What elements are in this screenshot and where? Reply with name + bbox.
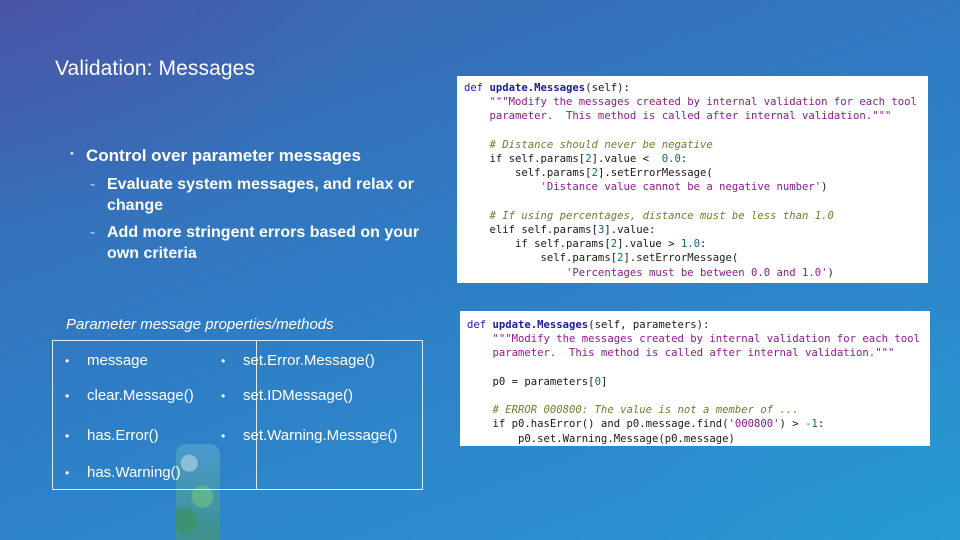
property-label: set.IDMessage(): [243, 387, 354, 404]
code-line: elif self.params[: [464, 224, 598, 237]
bullet-list: • Control over parameter messages - Eval…: [70, 146, 450, 264]
code-line: """Modify the messages created by intern…: [489, 96, 917, 123]
property-item: • has.Warning(): [65, 464, 181, 481]
property-item: • has.Error(): [65, 427, 159, 444]
property-label: message: [87, 352, 148, 369]
code-snippet-panel: def update.Messages(self, parameters): "…: [460, 311, 930, 446]
property-item: • set.Warning.Message(): [221, 427, 398, 444]
bullet-dot-icon: •: [65, 354, 70, 368]
code-line: if self.params[: [464, 238, 611, 251]
bullet-dot-icon: •: [65, 429, 70, 443]
code-line: update.Messages: [489, 82, 586, 94]
sub-bullet-text: Evaluate system messages, and relax or c…: [107, 176, 414, 214]
property-item: • clear.Message(): [65, 387, 194, 404]
sub-bullet-dash-icon: -: [90, 176, 96, 193]
property-label: has.Warning(): [87, 464, 181, 481]
bullet-dot-icon: •: [70, 148, 74, 160]
code-snippet: def update.Messages(self): """Modify the…: [464, 82, 917, 279]
code-line: 'Percentages must be between 0.0 and 1.0…: [464, 266, 828, 279]
code-line: 'Distance value cannot be a negative num…: [464, 181, 822, 194]
property-label: set.Warning.Message(): [243, 427, 398, 444]
properties-caption: Parameter message properties/methods: [66, 316, 334, 333]
code-line: # ERROR 000800: The value is not a membe…: [467, 404, 799, 417]
sub-bullet: - Evaluate system messages, and relax or…: [70, 174, 450, 216]
code-line: self.params[: [464, 167, 592, 180]
bullet-dot-icon: •: [221, 389, 226, 403]
column-divider: [256, 341, 257, 489]
bullet-dot-icon: •: [221, 429, 226, 443]
property-label: set.Error.Message(): [243, 352, 375, 369]
decorative-landscape-image: [176, 444, 220, 540]
code-snippet: def update.Messages(self, parameters): "…: [467, 319, 920, 445]
code-line: if self.params[: [464, 153, 586, 166]
property-label: has.Error(): [87, 427, 159, 444]
sub-bullet-dash-icon: -: [90, 224, 96, 241]
code-line: if p0.hasError() and p0.message.find(: [467, 418, 729, 431]
property-item: • message: [65, 352, 148, 369]
code-line: # If using percentages, distance must be…: [464, 209, 834, 222]
code-line: p0 = parameters[: [467, 375, 595, 388]
bullet-dot-icon: •: [65, 389, 70, 403]
slide-title: Validation: Messages: [55, 57, 256, 80]
sub-bullet-text: Add more stringent errors based on your …: [107, 224, 420, 262]
main-bullet-text: Control over parameter messages: [86, 146, 361, 165]
properties-table: • message • clear.Message() • has.Error() •…: [52, 340, 423, 490]
code-snippet-panel: def update.Messages(self): """Modify the…: [457, 76, 928, 283]
code-line: def: [464, 82, 490, 94]
code-line: update.Messages: [492, 319, 589, 331]
bullet-dot-icon: •: [221, 354, 226, 368]
property-item: • set.IDMessage(): [221, 387, 353, 404]
main-bullet: • Control over parameter messages: [70, 146, 450, 166]
code-line: (self):: [585, 82, 630, 94]
property-label: clear.Message(): [87, 387, 194, 404]
sub-bullet: - Add more stringent errors based on you…: [70, 222, 450, 264]
code-line: (self, parameters):: [588, 319, 710, 331]
code-line: p0.set.Warning.Message(p0.message): [467, 432, 735, 445]
property-item: • set.Error.Message(): [221, 352, 375, 369]
code-line: # Distance should never be negative: [464, 138, 713, 151]
code-line: """Modify the messages created by intern…: [492, 333, 920, 360]
code-line: def: [467, 319, 493, 331]
code-line: self.params[: [464, 252, 618, 265]
bullet-dot-icon: •: [65, 466, 70, 480]
